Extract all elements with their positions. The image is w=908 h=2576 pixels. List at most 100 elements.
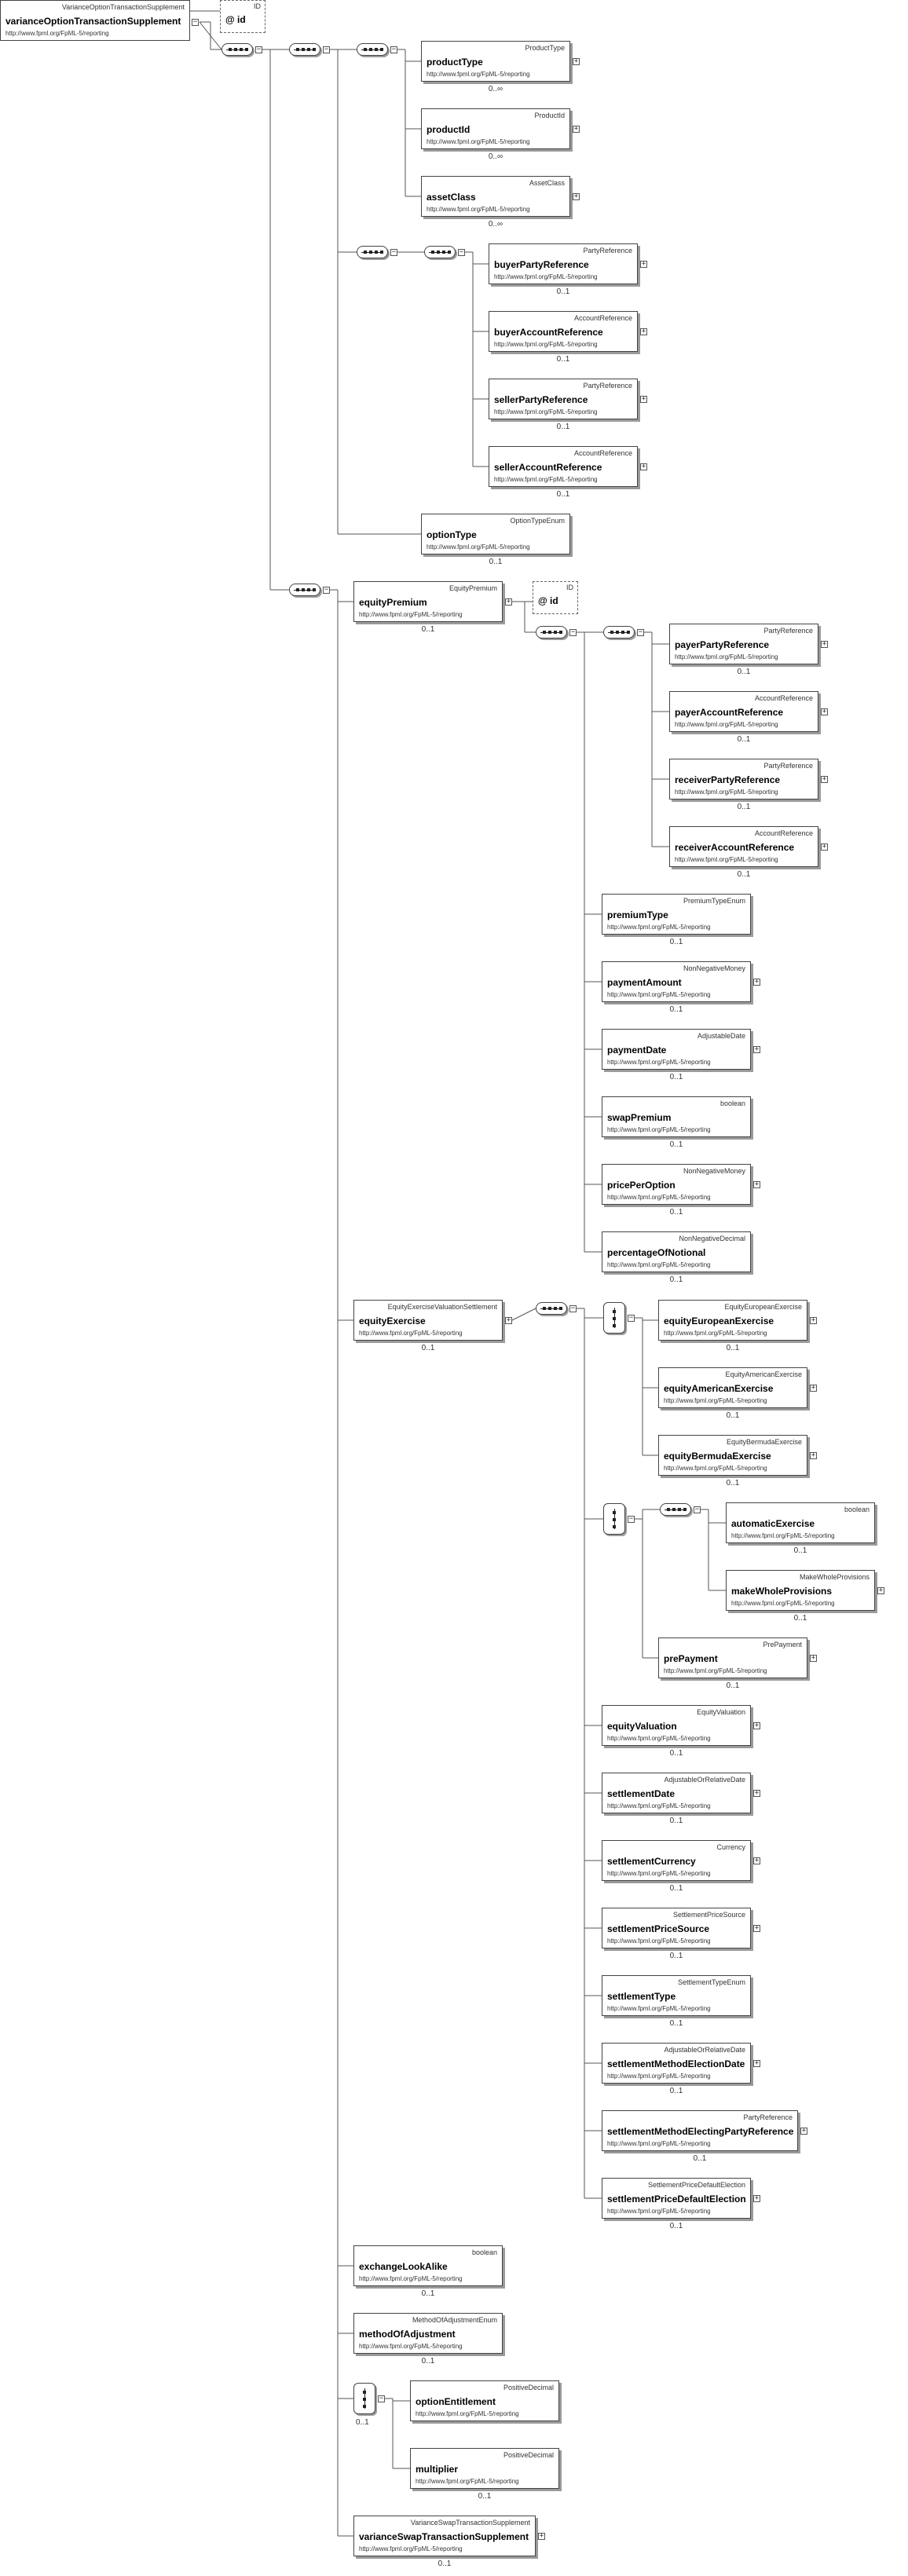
expand-icon[interactable]: +	[877, 1586, 884, 1594]
collapse-icon[interactable]: −	[637, 628, 644, 636]
choice-compositor-icon[interactable]	[603, 1503, 625, 1535]
expand-icon[interactable]: +	[753, 1924, 760, 1932]
collapse-icon[interactable]: −	[255, 46, 262, 53]
premium-attribute-id[interactable]: ID @ id	[533, 581, 578, 614]
expand-icon[interactable]: +	[640, 260, 647, 268]
collapse-icon[interactable]: −	[569, 1304, 577, 1312]
sequence-compositor-icon[interactable]	[289, 584, 320, 596]
sequence-compositor-icon[interactable]	[357, 246, 388, 258]
expand-icon[interactable]: +	[821, 775, 828, 783]
expand-icon[interactable]: +	[753, 2194, 760, 2202]
expand-icon[interactable]: +	[505, 598, 512, 606]
choice-compositor-icon[interactable]	[603, 1302, 625, 1334]
expand-icon[interactable]: +	[753, 1180, 760, 1188]
collapse-icon[interactable]: −	[390, 248, 397, 256]
sequence-compositor-icon[interactable]	[603, 626, 635, 639]
choice-compositor-icon[interactable]	[353, 2383, 375, 2414]
root-element-varianceOptionTransactionSupplement[interactable]: VarianceOptionTransactionSupplement vari…	[0, 0, 190, 41]
collapse-icon[interactable]: −	[458, 248, 465, 256]
expand-icon[interactable]: +	[753, 1045, 760, 1053]
sequence-compositor-icon[interactable]	[536, 1302, 567, 1315]
expand-icon[interactable]: +	[810, 1384, 817, 1392]
collapse-icon[interactable]: −	[378, 2395, 385, 2402]
expand-icon[interactable]: +	[753, 2059, 760, 2067]
expand-icon[interactable]: +	[753, 1722, 760, 1729]
expand-icon[interactable]: +	[573, 192, 580, 200]
expand-icon[interactable]: +	[505, 1316, 512, 1324]
collapse-icon[interactable]: −	[323, 46, 330, 53]
element-namespace: http://www.fpml.org/FpML-5/reporting	[607, 2005, 711, 2012]
expand-icon[interactable]: +	[821, 843, 828, 851]
expand-icon[interactable]: +	[810, 1316, 817, 1324]
collapse-icon[interactable]: −	[192, 18, 199, 26]
expand-icon[interactable]: +	[810, 1451, 817, 1459]
collapse-icon[interactable]: −	[628, 1314, 635, 1322]
expand-icon[interactable]: +	[640, 395, 647, 403]
expand-icon[interactable]: +	[573, 125, 580, 133]
root-attribute-id[interactable]: ID @ id	[220, 0, 265, 33]
expand-icon[interactable]: +	[821, 640, 828, 648]
sequence-compositor-icon[interactable]	[660, 1503, 691, 1516]
collapse-icon[interactable]: −	[628, 1515, 635, 1523]
expand-icon[interactable]: +	[573, 57, 580, 65]
expand-icon[interactable]: +	[640, 327, 647, 335]
element-type: PartyReference	[763, 762, 813, 770]
expand-icon[interactable]: +	[753, 1857, 760, 1864]
sequence-compositor-icon[interactable]	[222, 43, 253, 56]
expand-icon[interactable]: +	[538, 2532, 545, 2540]
sequence-compositor-icon[interactable]	[357, 43, 388, 56]
expand-icon[interactable]: +	[821, 708, 828, 715]
sequence-compositor-icon[interactable]	[424, 246, 456, 258]
expand-icon[interactable]: +	[800, 2127, 807, 2135]
collapse-icon[interactable]: −	[390, 46, 397, 53]
collapse-icon[interactable]: −	[694, 1506, 701, 1513]
collapse-icon[interactable]: −	[323, 586, 330, 594]
sequence-compositor-icon[interactable]	[289, 43, 320, 56]
sequence-compositor-icon[interactable]	[536, 626, 567, 639]
expand-icon[interactable]: +	[753, 1789, 760, 1797]
expand-icon[interactable]: +	[753, 978, 760, 986]
collapse-icon[interactable]: −	[569, 628, 577, 636]
expand-icon[interactable]: +	[640, 463, 647, 470]
expand-icon[interactable]: +	[810, 1654, 817, 1662]
